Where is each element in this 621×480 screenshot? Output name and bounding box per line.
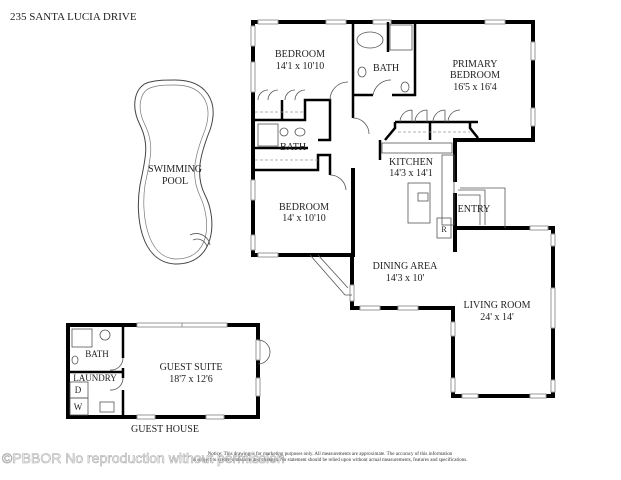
guest-house-label: GUEST HOUSE (131, 424, 199, 435)
guest-suite-label: GUEST SUITE (160, 362, 223, 373)
pool-label-1: SWIMMING (148, 164, 202, 175)
kitchen-label: KITCHEN (389, 157, 433, 168)
refrigerator-label: R (441, 225, 447, 234)
pool-steps (189, 233, 211, 248)
bedroom-1-size: 14'1 x 10'10 (276, 61, 325, 72)
watermark: ©PBBOR No reproduction without permissio… (2, 450, 285, 466)
disclaimer-line-1: Notice: This drawing is for marketing pu… (208, 452, 453, 457)
bedroom-2-size: 14' x 10'10 (282, 213, 326, 224)
bedroom-2-label: BEDROOM (279, 202, 329, 213)
dining-size: 14'3 x 10' (386, 273, 425, 284)
primary-bedroom-label-1: PRIMARY (452, 59, 497, 70)
guest-house-walls (66, 322, 271, 420)
primary-bedroom-size: 16'5 x 16'4 (453, 82, 497, 93)
guest-suite-size: 18'7 x 12'6 (169, 374, 213, 385)
property-address: 235 SANTA LUCIA DRIVE (10, 11, 137, 23)
primary-bath-label: BATH (373, 63, 399, 74)
washer-label: W (74, 402, 83, 412)
hall-bath-label: BATH (280, 142, 306, 153)
kitchen-size: 14'3 x 14'1 (389, 168, 433, 179)
entry-label: ENTRY (458, 204, 491, 215)
living-room-size: 24' x 14' (480, 312, 514, 323)
dryer-label: D (75, 385, 82, 395)
bedroom-1-label: BEDROOM (275, 49, 325, 60)
pool-label-2: POOL (162, 176, 188, 187)
main-house-walls (250, 19, 556, 399)
primary-bedroom-label-2: BEDROOM (450, 70, 500, 81)
dining-label: DINING AREA (373, 261, 438, 272)
swimming-pool-outline (134, 79, 214, 265)
living-room-label: LIVING ROOM (464, 300, 531, 311)
guest-bath-label: BATH (85, 349, 109, 359)
laundry-label: LAUNDRY (73, 373, 117, 383)
swimming-pool-inner (139, 84, 209, 260)
disclaimer-line-2: is subject to errors, omissions and chan… (193, 458, 468, 463)
interior-walls (253, 22, 506, 296)
